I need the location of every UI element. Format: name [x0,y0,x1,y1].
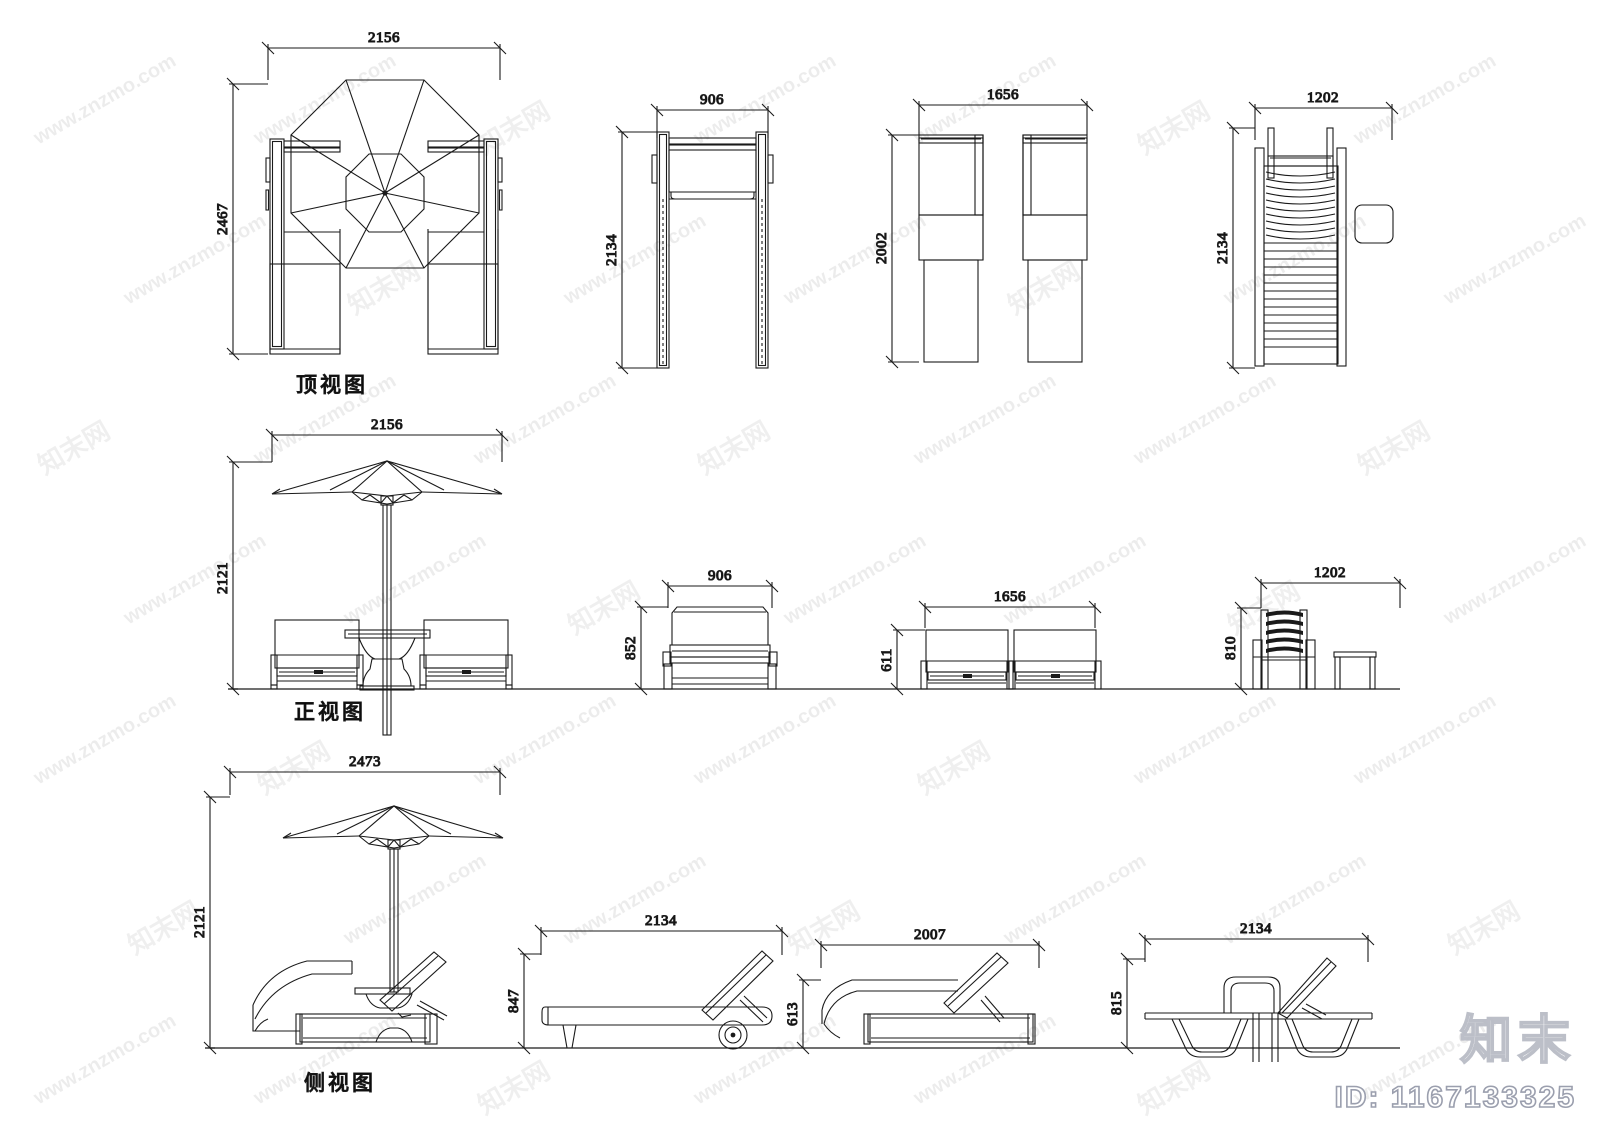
front-chair-right [419,619,513,690]
dim-side-815 [1120,952,1145,1055]
dim-label-top-2134b: 2134 [1215,232,1231,264]
dim-top-2134 [615,125,657,375]
parasol-elevation [271,460,503,505]
side-lounger-under-parasol [252,951,448,1045]
dim-label-top-2156: 2156 [368,30,400,46]
front-view-parasol-group: 2156 2121 正视图 [214,416,513,736]
dim-label-top-2467: 2467 [215,203,231,235]
dim-label-side-2121: 2121 [192,906,208,938]
dim-side-2007 [814,938,1046,968]
dim-front-906 [661,579,779,608]
dim-label-side-815: 815 [1109,991,1125,1015]
front-chair-left [270,619,364,690]
dim-top-2134b [1226,121,1255,375]
dim-label-front-1656: 1656 [994,589,1026,605]
dim-label-top-906: 906 [700,92,724,108]
dim-side-2473 [223,765,507,795]
parasol-canopy-plan [290,79,480,269]
side-view-wheeled-lounger: 2134 847 [505,912,789,1055]
dim-label-front-810: 810 [1223,636,1239,660]
front-view-single-lounger: 906 852 [622,567,779,696]
top-view-slat-chair: 1202 2134 [1214,89,1399,375]
top-view-parasol-group: 2156 2467 顶视图 [214,29,507,398]
dim-label-side-2134: 2134 [645,913,677,929]
dim-front-810 [1234,601,1261,696]
side-view-parasol-group: 2473 2121 侧视图 [191,753,507,1096]
side-view-tubular-lounger: 2134 815 [1108,920,1375,1062]
dim-label-front-852: 852 [623,636,639,660]
dim-label-side-2134t: 2134 [1240,921,1272,937]
top-view-single-lounger: 906 2134 [603,91,775,375]
dim-top-1202 [1248,101,1399,140]
top-lounger-right [427,138,503,350]
dim-side-2121 [203,790,230,1055]
dim-label-side-847: 847 [506,989,522,1013]
dim-label-front-906: 906 [708,568,732,584]
dim-top-1656 [912,98,1094,135]
dim-front-2121 [226,455,272,696]
dim-front-1202 [1254,576,1407,608]
front-double-chair-right [1008,629,1102,690]
dim-front-1656 [918,600,1102,628]
brand-logo: 知末 [1459,1011,1576,1071]
dim-label-front-2121: 2121 [215,562,231,594]
dim-top-2156 [261,41,507,80]
dim-side-613 [796,973,821,1055]
dim-front-2156 [265,428,509,462]
dim-label-side-2473: 2473 [349,754,381,770]
dim-front-852 [634,600,668,696]
top-double-lounger-left [918,134,984,363]
dim-label-front-2156: 2156 [371,417,403,433]
top-view-double-lounger: 1656 2002 [873,86,1094,369]
dim-side-2134 [534,924,789,955]
front-double-chair-left [920,629,1014,690]
side-view-reclining-lounger: 2007 613 [784,926,1046,1055]
front-view-double-lounger: 1656 611 [878,588,1102,696]
dim-label-top-2002: 2002 [874,232,890,264]
view-label-front: 正视图 [294,700,366,724]
front-pedestal-table [344,629,431,691]
dim-top-2467 [226,77,268,361]
dim-label-top-1656: 1656 [987,87,1019,103]
dim-front-611 [890,623,925,696]
dim-label-top-1202: 1202 [1307,90,1339,106]
top-double-lounger-right [1022,134,1088,363]
brand-id-label: ID: 1167133325 [1334,1080,1576,1115]
dim-side-847 [517,947,541,1055]
top-side-table [1354,204,1394,244]
dim-side-2134t [1138,932,1375,962]
dim-label-side-613: 613 [785,1002,801,1026]
lounger-wheel [718,1020,748,1050]
front-view-slat-chair: 1202 810 [1222,564,1407,696]
dim-label-side-2007: 2007 [914,927,946,943]
dim-top-2002 [885,128,919,369]
dim-label-top-2134: 2134 [604,234,620,266]
dim-label-front-611: 611 [879,648,895,671]
dim-label-front-1202: 1202 [1314,565,1346,581]
view-label-top: 顶视图 [296,373,368,397]
top-lounger-left [265,138,341,350]
view-label-side: 侧视图 [304,1071,376,1095]
front-side-table [1333,651,1377,690]
side-parasol-elevation [282,805,504,849]
